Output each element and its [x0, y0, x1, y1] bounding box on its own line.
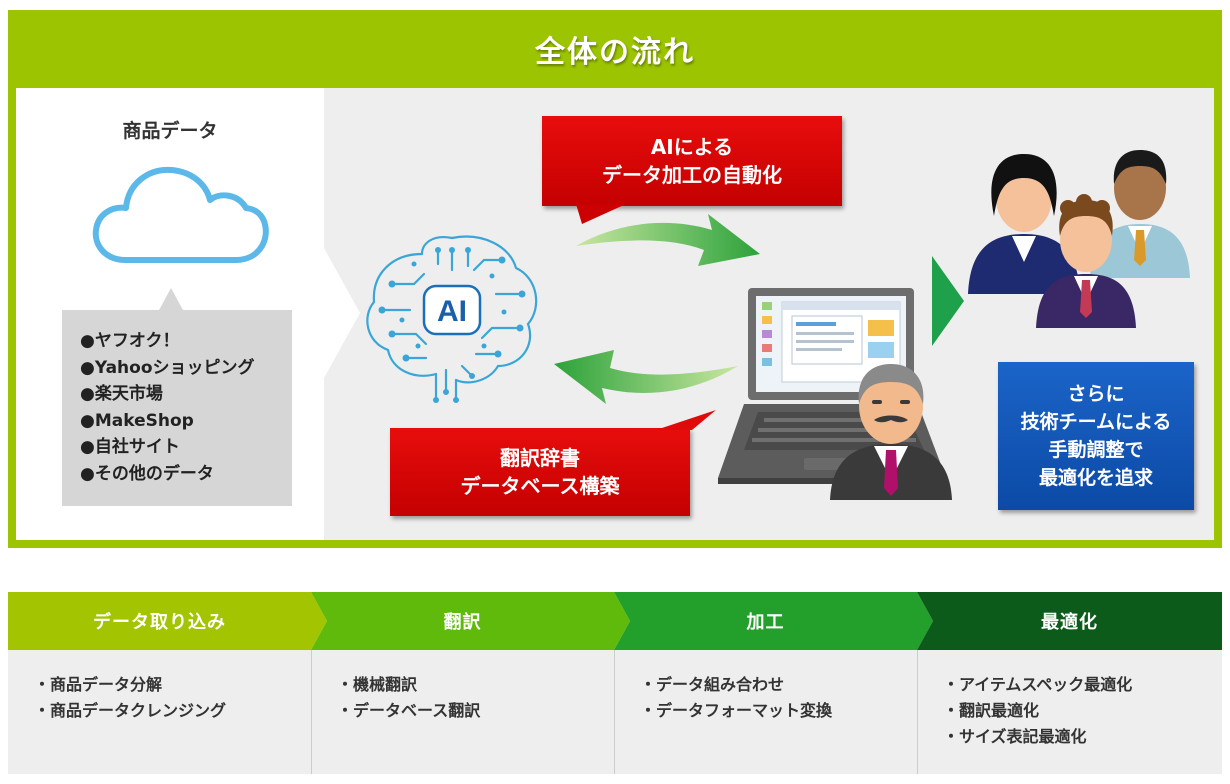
step-item: 商品データ分解 [34, 672, 226, 698]
callout-dict-line1: 翻訳辞書 [500, 446, 580, 470]
step-body-import: 商品データ分解 商品データクレンジング [8, 650, 311, 774]
step-body-optimize: アイテムスペック最適化 翻訳最適化 サイズ表記最適化 [917, 650, 1222, 774]
step-divider [614, 650, 615, 774]
flow-diagram: 商品データ ●ヤフオク！ ●Yahooショッピング ●楽天市場 ●MakeSho… [16, 88, 1214, 540]
step-item: データフォーマット変換 [640, 698, 832, 724]
flow-panel: 全体の流れ 商品データ ●ヤフオク！ ●Yahooショッピング ●楽天市場 ●M… [8, 10, 1222, 548]
step-title-import: データ取り込み [93, 612, 226, 633]
source-title: 商品データ [122, 120, 218, 142]
team-people-icon [968, 150, 1190, 328]
step-title-translate: 翻訳 [443, 612, 482, 633]
step-items: データ組み合わせ データフォーマット変換 [640, 672, 832, 724]
step-item: アイテムスペック最適化 [943, 672, 1132, 698]
blue-box-line1: さらに [1067, 383, 1125, 405]
flow-title: 全体の流れ [535, 35, 695, 70]
source-box-pointer [158, 288, 184, 312]
cycle-arrow-icon [576, 214, 760, 266]
callout-ai-automation: AIによる データ加工の自動化 [542, 116, 842, 206]
process-steps: データ取り込み 翻訳 加工 最適化 商品データ分解 商品データクレンジング 機械… [8, 592, 1222, 776]
callout-ai-tail [576, 204, 626, 224]
step-item: データベース翻訳 [337, 698, 480, 724]
callout-ai-line1: AIによる [650, 135, 734, 159]
source-item: ●その他のデータ [80, 463, 214, 484]
step-title-optimize: 最適化 [1041, 612, 1098, 633]
source-item: ●自社サイト [80, 437, 180, 457]
step-items: 商品データ分解 商品データクレンジング [34, 672, 226, 724]
blue-box-line4: 最適化を追求 [1038, 467, 1153, 489]
source-item: ●MakeShop [80, 410, 194, 431]
callout-ai-line2: データ加工の自動化 [602, 163, 782, 187]
callout-dictionary-database: 翻訳辞書 データベース構築 [390, 428, 690, 516]
source-list-box: ●ヤフオク！ ●Yahooショッピング ●楽天市場 ●MakeShop ●自社サ… [62, 310, 292, 506]
step-title-process: 加工 [746, 612, 785, 633]
step-divider [311, 650, 312, 774]
step-body-translate: 機械翻訳 データベース翻訳 [311, 650, 614, 774]
step-body-process: データ組み合わせ データフォーマット変換 [614, 650, 917, 774]
cloud-icon [92, 166, 269, 263]
step-item: 翻訳最適化 [943, 698, 1132, 724]
step-items: アイテムスペック最適化 翻訳最適化 サイズ表記最適化 [943, 672, 1132, 750]
source-item: ●ヤフオク！ [80, 331, 180, 351]
source-item: ●楽天市場 [80, 384, 163, 404]
steps-header-strip [8, 592, 1222, 650]
source-list: ●ヤフオク！ ●Yahooショッピング ●楽天市場 ●MakeShop ●自社サ… [80, 328, 255, 487]
source-item: ●Yahooショッピング [80, 357, 255, 378]
blue-box-line3: 手動調整で [1048, 439, 1144, 461]
callout-dict-line2: データベース構築 [460, 474, 620, 498]
right-triangle-icon [932, 256, 964, 346]
blue-box-line2: 技術チームによる [1020, 411, 1172, 433]
step-item: サイズ表記最適化 [943, 724, 1132, 750]
step-item: データ組み合わせ [640, 672, 832, 698]
ai-brain-icon: AI [366, 235, 538, 403]
operator-person-icon [830, 364, 952, 500]
callout-dict-tail [656, 410, 716, 430]
source-to-ai-arrow [324, 248, 360, 378]
manual-tuning-box: さらに 技術チームによる 手動調整で 最適化を追求 [998, 362, 1194, 510]
step-item: 機械翻訳 [337, 672, 480, 698]
step-items: 機械翻訳 データベース翻訳 [337, 672, 480, 724]
step-divider [917, 650, 918, 774]
ai-badge-text: AI [437, 295, 467, 328]
step-item: 商品データクレンジング [34, 698, 226, 724]
cycle-arrow-icon [554, 350, 738, 404]
